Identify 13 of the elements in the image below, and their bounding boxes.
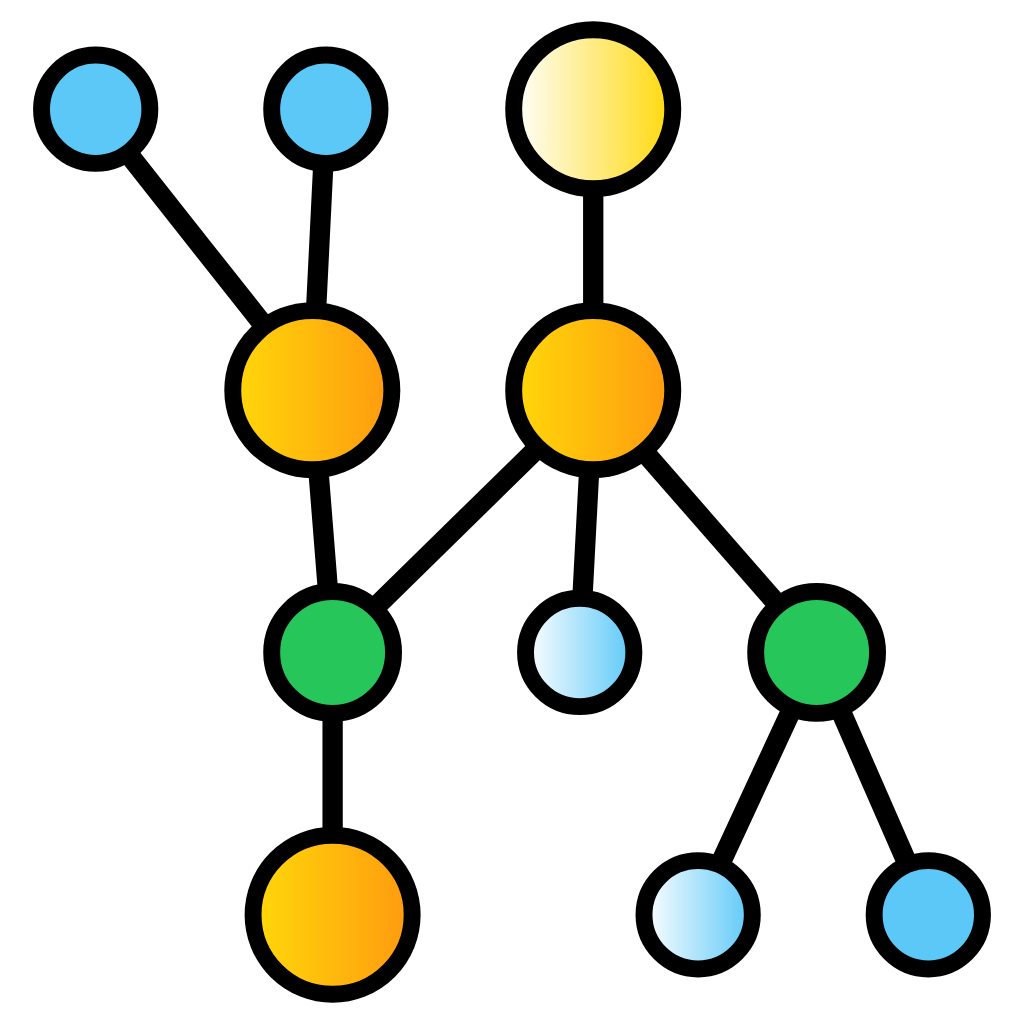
node-circle (747, 583, 886, 722)
node-circle (505, 302, 682, 479)
connector (119, 146, 273, 333)
node-circle (865, 852, 991, 978)
node-circle (505, 21, 682, 198)
node-circle (224, 302, 401, 479)
node-circle (33, 46, 159, 172)
node-circle (635, 852, 761, 978)
node-circle (263, 583, 402, 722)
connector (368, 440, 546, 614)
node-circle (244, 826, 421, 1003)
node-circle (517, 589, 643, 716)
node-circle (263, 46, 389, 172)
